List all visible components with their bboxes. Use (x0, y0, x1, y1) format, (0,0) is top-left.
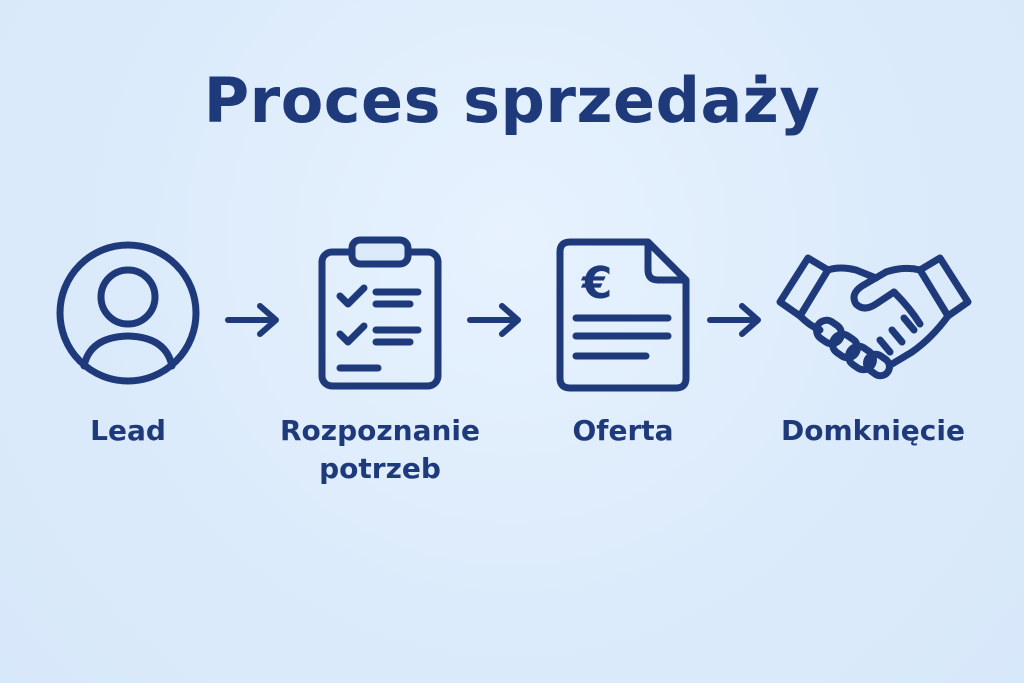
diagram-title: Proces sprzedaży (203, 64, 821, 137)
arrow-right-icon (467, 303, 521, 337)
step-label-offer: Oferta (572, 414, 674, 447)
step-label-lead: Lead (90, 414, 166, 447)
step-label-needs-line2: potrzeb (319, 452, 441, 485)
checklist-icon (318, 236, 442, 390)
step-label-closing: Domknięcie (781, 414, 965, 447)
arrow-right-icon (225, 303, 279, 337)
user-icon (56, 241, 200, 385)
step-label-needs-line1: Rozpoznanie (279, 414, 481, 447)
arrow-right-icon (707, 303, 761, 337)
offer-document-icon: € (556, 238, 690, 392)
handshake-icon (776, 252, 972, 382)
euro-symbol: € (581, 258, 613, 309)
